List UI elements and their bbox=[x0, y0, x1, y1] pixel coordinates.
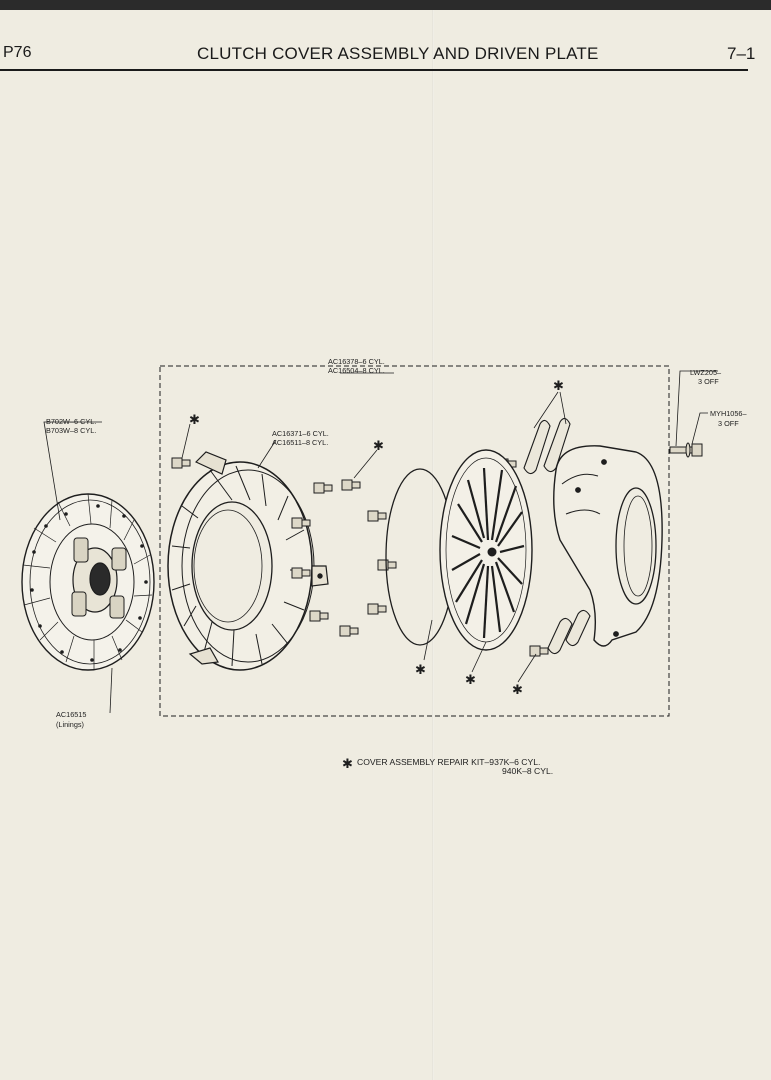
header-rule bbox=[0, 69, 748, 71]
leader-lines bbox=[43, 370, 718, 714]
kit-asterisk: ✱ bbox=[512, 683, 523, 698]
release-plate bbox=[439, 449, 533, 651]
driven-plate-label-2: B703W–8 CYL. bbox=[46, 426, 96, 435]
kit-asterisk: ✱ bbox=[553, 379, 564, 394]
washer-label-1: LWZ205– bbox=[690, 368, 722, 377]
pressure-plate-label-2: AC16511–8 CYL. bbox=[272, 438, 328, 447]
cover-bolt bbox=[669, 442, 703, 458]
kit-asterisk: ✱ bbox=[373, 439, 384, 454]
page-code: P76 bbox=[3, 44, 32, 61]
clutch-cover bbox=[167, 451, 329, 671]
kit-asterisk: ✱ bbox=[465, 673, 476, 688]
kit-asterisk: ✱ bbox=[415, 663, 426, 678]
linings-label-1: AC16515 bbox=[56, 710, 86, 719]
page-title: CLUTCH COVER ASSEMBLY AND DRIVEN PLATE bbox=[197, 44, 599, 63]
clutch-cover-label-2: AC16504–8 CYL. bbox=[328, 366, 385, 375]
bolt-label-1: MYH1056– bbox=[710, 409, 747, 418]
kit-asterisk: ✱ bbox=[189, 413, 200, 428]
kit-note-line-2: 940K–8 CYL. bbox=[502, 766, 553, 776]
kit-note-marker: ✱ bbox=[342, 757, 353, 772]
driven-plate bbox=[21, 493, 155, 671]
clutch-pressure-cover bbox=[553, 445, 663, 647]
linings-label-2: (Linings) bbox=[56, 720, 84, 729]
page-number: 7–1 bbox=[727, 44, 756, 63]
strap-links bbox=[523, 417, 591, 655]
kit-note-line-1: COVER ASSEMBLY REPAIR KIT–937K–6 CYL. bbox=[357, 757, 540, 767]
driven-plate-label-1: B702W–6 CYL. bbox=[46, 417, 96, 426]
page-fold bbox=[432, 10, 434, 1080]
washer-label-2: 3 OFF bbox=[698, 377, 719, 386]
assembly-box bbox=[159, 365, 670, 717]
bolt-label-2: 3 OFF bbox=[718, 419, 739, 428]
pressure-plate-label-1: AC16371–6 CYL. bbox=[272, 429, 329, 438]
scan-top-edge bbox=[0, 0, 771, 10]
clutch-cover-label-1: AC16378–6 CYL. bbox=[328, 357, 385, 366]
